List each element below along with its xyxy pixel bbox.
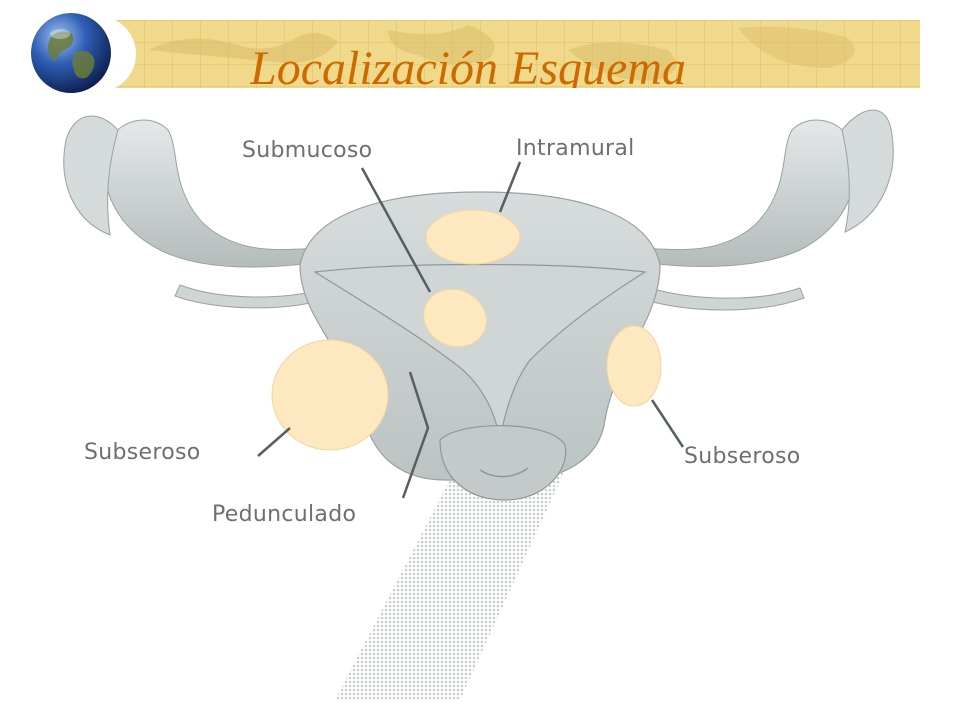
leader-subseroso-right — [650, 399, 685, 448]
leader-pedunculado — [401, 371, 430, 499]
vagina — [335, 470, 565, 700]
label-subseroso-left: Subseroso — [84, 440, 201, 465]
right-fimbria — [841, 109, 894, 233]
label-pedunculado: Pedunculado — [212, 502, 357, 527]
fibroid-intramural — [425, 209, 521, 265]
left-fallopian-tube — [103, 119, 321, 268]
uterine-cavity — [313, 263, 647, 441]
right-ovary-ligament — [637, 284, 805, 311]
uterus-diagram — [63, 109, 894, 700]
leader-submucoso — [360, 167, 432, 293]
right-fallopian-tube — [639, 119, 857, 267]
fibroid-subseroso-left — [271, 339, 389, 451]
left-ovary-ligament — [174, 284, 323, 309]
map-grid-pattern — [88, 20, 920, 88]
fibroid-subseroso-right — [606, 325, 662, 407]
label-subseroso-right: Subseroso — [684, 444, 801, 469]
label-submucoso: Submucoso — [242, 138, 373, 163]
leader-intramural — [498, 161, 522, 213]
leader-subseroso-left — [257, 427, 291, 457]
left-fimbria — [63, 115, 119, 236]
label-intramural: Intramural — [516, 136, 635, 161]
title-band — [88, 20, 920, 88]
cervix — [439, 424, 567, 501]
globe-icon — [31, 13, 111, 93]
fibroid-submucoso — [423, 288, 487, 348]
slide-title: Localización Esquema — [250, 42, 686, 88]
